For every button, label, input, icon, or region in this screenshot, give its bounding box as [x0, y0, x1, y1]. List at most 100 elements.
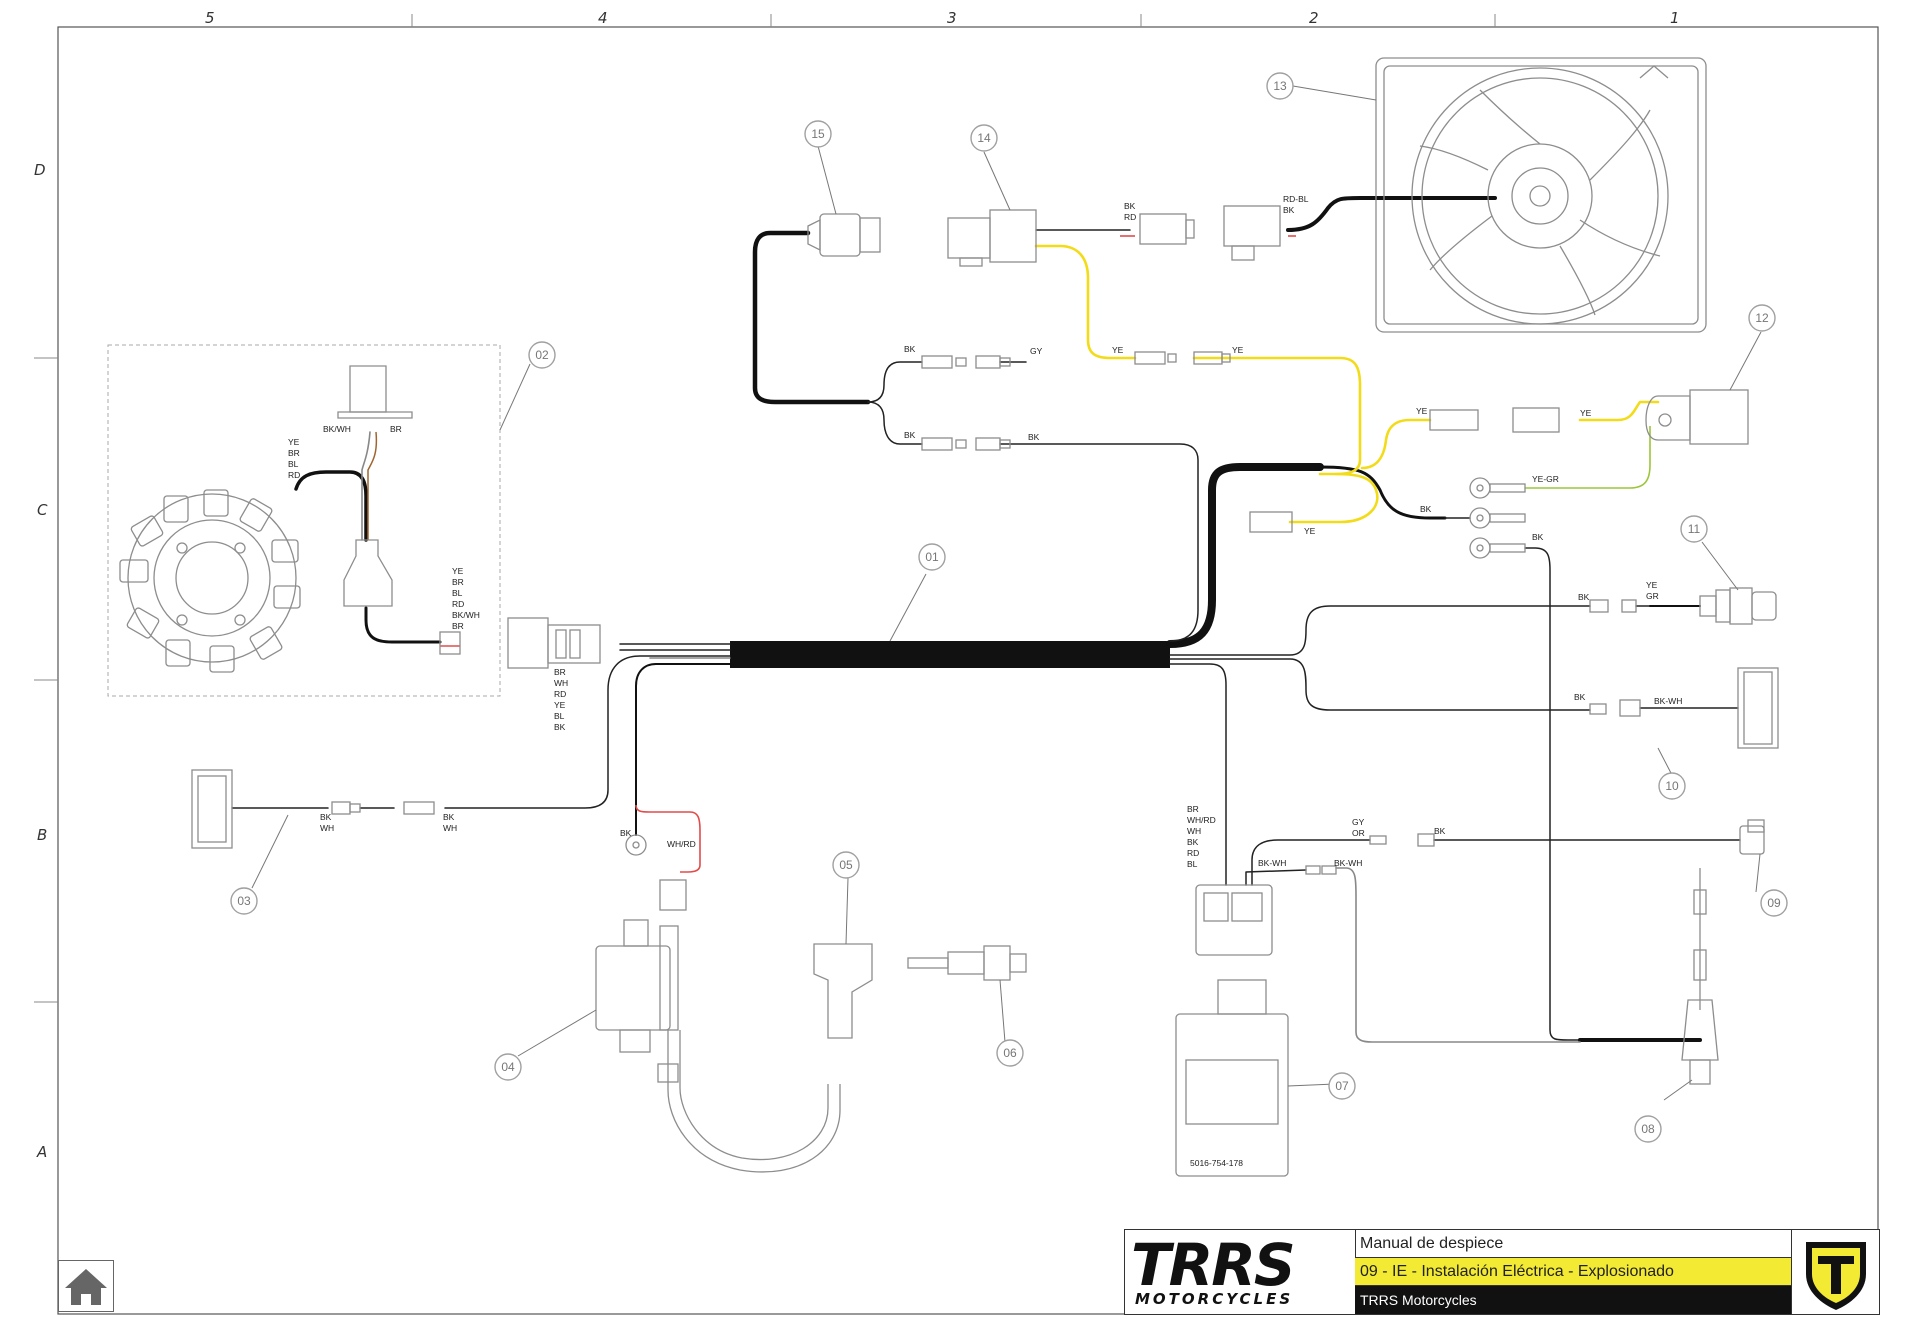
callout-13-label: 13 [1273, 79, 1287, 93]
callout-14-label: 14 [977, 131, 991, 145]
callout-03-label: 03 [237, 894, 251, 908]
callout-01-label: 01 [925, 550, 939, 564]
callout-08-label: 08 [1641, 1122, 1655, 1136]
drawing-frame [57, 26, 1879, 1315]
wire-label: YE [1232, 345, 1244, 355]
zone-row-b: B [37, 826, 47, 844]
wire-label: BK [320, 812, 332, 822]
wire-label: YE [288, 437, 300, 447]
stator-boundary [107, 344, 501, 697]
zone-col-2: 2 [1309, 9, 1319, 27]
wire-label: RD [288, 470, 300, 480]
emblem-box [1791, 1230, 1880, 1314]
wire-label: GY [1352, 817, 1365, 827]
rocker-switch [1739, 819, 1765, 855]
main-connector [507, 617, 601, 669]
wire-label: GY [1030, 346, 1043, 356]
wire-label: RD [554, 689, 566, 699]
callout-04: 04 [494, 1053, 522, 1081]
wire-label: RD-BL [1283, 194, 1309, 204]
wire-label: YE-GR [1532, 474, 1559, 484]
main-harness [730, 641, 1170, 668]
zone-col-3: 3 [947, 9, 957, 27]
trrs-emblem-icon [1806, 1242, 1866, 1310]
zone-col-5: 5 [205, 9, 215, 27]
gear-sensor [1681, 868, 1719, 1085]
trrs-logo: TRRS MOTORCYCLES [1125, 1230, 1356, 1314]
callout-12-label: 12 [1755, 311, 1769, 325]
spark-plug-cap [813, 943, 873, 1039]
radiator-fan [1375, 57, 1707, 333]
callout-06: 06 [996, 1039, 1024, 1067]
wire-label: WH [320, 823, 334, 833]
callout-05: 05 [832, 851, 860, 879]
callout-12: 12 [1748, 304, 1776, 332]
wire-label: BL [1187, 859, 1198, 869]
temp-sensor [807, 213, 881, 257]
wire-label: BK [904, 430, 916, 440]
wire-label: BK [1420, 504, 1432, 514]
frame-ticks [34, 14, 1496, 1003]
wire-label: YE [1304, 526, 1316, 536]
wire-label: BK [1187, 837, 1199, 847]
wire-label: BK [1574, 692, 1586, 702]
wire-label: BK-WH [1258, 858, 1286, 868]
ecu: 5016-754-178 [1175, 884, 1289, 1177]
callout-09: 09 [1760, 889, 1788, 917]
wire-label: BK [620, 828, 632, 838]
wires [231, 196, 1741, 1043]
callout-13: 13 [1266, 72, 1294, 100]
logo-subtitle: MOTORCYCLES [1135, 1290, 1294, 1308]
callout-11-label: 11 [1688, 522, 1701, 536]
inline-connectors [331, 351, 1641, 875]
leader-lines [251, 85, 1762, 1101]
company-name: TRRS Motorcycles [1355, 1286, 1791, 1314]
callout-10-label: 10 [1665, 779, 1679, 793]
wire-label: YE [1646, 580, 1658, 590]
wire-label: BK [1283, 205, 1295, 215]
wire-label: WH [443, 823, 457, 833]
callout-06-label: 06 [1003, 1046, 1017, 1060]
callout-07-label: 07 [1335, 1079, 1349, 1093]
callout-15: 15 [804, 120, 832, 148]
wire-label: BK-WH [1654, 696, 1682, 706]
spark-plug [907, 945, 1027, 981]
wire-label: BK/WH [323, 424, 351, 434]
wire-label: BL [452, 588, 463, 598]
callout-02-label: 02 [535, 348, 549, 362]
push-switch [1699, 587, 1777, 625]
callout-14: 14 [970, 124, 998, 152]
wire-label: BL [288, 459, 299, 469]
wire-label: BR [288, 448, 300, 458]
callout-04-label: 04 [501, 1060, 515, 1074]
callout-09-label: 09 [1767, 896, 1781, 910]
callout-15-label: 15 [811, 127, 825, 141]
wire-label: WH [554, 678, 568, 688]
wire-label: BK [443, 812, 455, 822]
wire-label: BR [1187, 804, 1199, 814]
zone-row-a: A [36, 1143, 47, 1161]
fan-relay [947, 209, 1037, 267]
zone-row-d: D [34, 161, 46, 179]
wire-label: YE [452, 566, 464, 576]
wire-label: BK-WH [1334, 858, 1362, 868]
callout-02: 02 [528, 341, 556, 369]
home-button[interactable] [58, 1260, 114, 1312]
wire-label: WH/RD [1187, 815, 1216, 825]
wire-label: YE [554, 700, 566, 710]
wire-label: GR [1646, 591, 1659, 601]
wire-label: BR [452, 577, 464, 587]
home-icon [65, 1269, 107, 1305]
wire-label: BK [904, 344, 916, 354]
callout-11: 11 [1680, 515, 1708, 543]
title-block: TRRS MOTORCYCLES Manual de despiece 09 -… [1124, 1229, 1880, 1315]
manual-title: Manual de despiece [1355, 1230, 1791, 1258]
ecu-part-number: 5016-754-178 [1190, 1158, 1243, 1168]
zone-col-4: 4 [598, 9, 608, 27]
wire-label: BR [390, 424, 402, 434]
wire-label: BR [554, 667, 566, 677]
wire-label: BK [1578, 592, 1590, 602]
wire-label: BK [1532, 532, 1544, 542]
wire-label: RD [1187, 848, 1199, 858]
